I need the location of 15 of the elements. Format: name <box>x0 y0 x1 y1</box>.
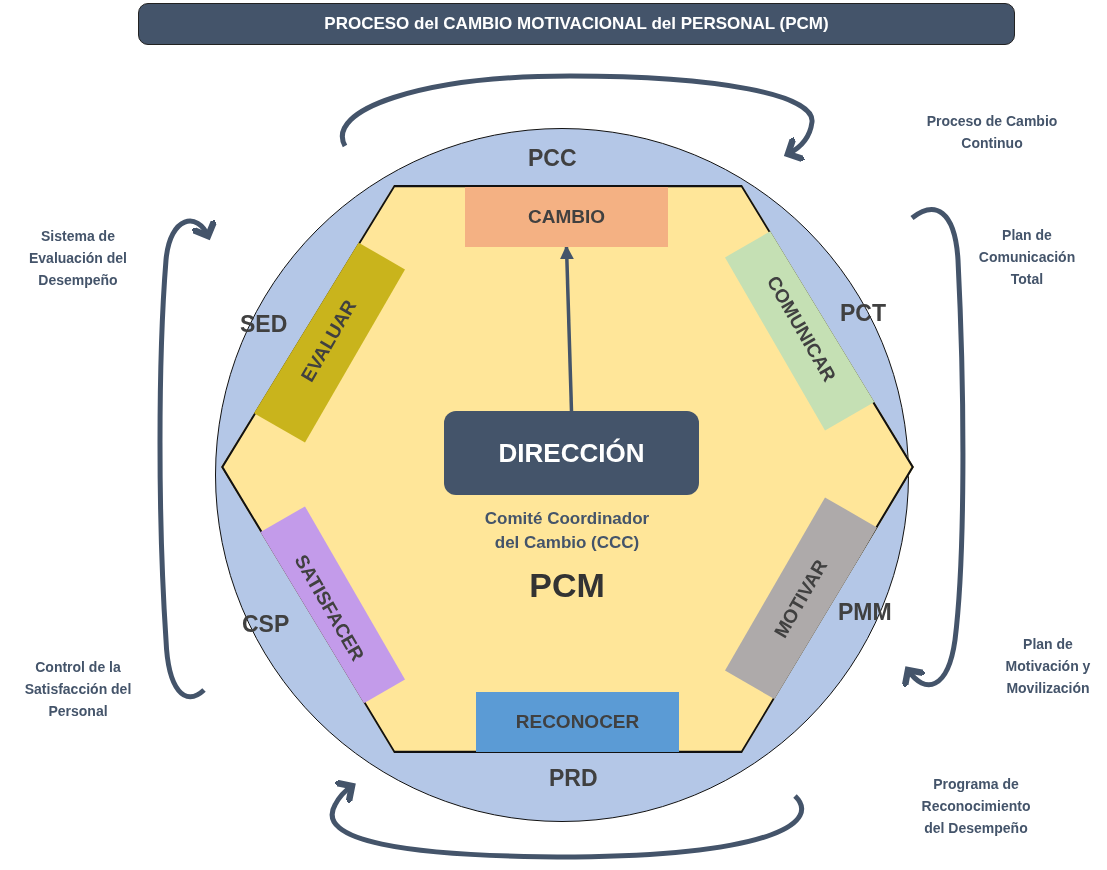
abbreviation-label: PCC <box>528 145 577 172</box>
caption-text: Comité Coordinador del Cambio (CCC) <box>483 508 651 554</box>
title-banner: PROCESO del CAMBIO MOTIVACIONAL del PERSONAL (PCM) <box>138 3 1015 45</box>
description-text: Programa de Reconocimiento del Desempeño <box>920 775 1032 838</box>
description-text: Control de la Satisfacción del Personal <box>23 658 133 721</box>
description-text: Proceso de Cambio Continuo <box>925 112 1059 153</box>
center-label: PCM <box>528 565 606 605</box>
direction-box: DIRECCIÓN <box>444 411 699 495</box>
description-text: Plan de Motivación y Movilización <box>1004 635 1092 698</box>
description-text: Plan de Comunicación Total <box>977 226 1077 289</box>
step-box: CAMBIO <box>465 187 668 247</box>
step-box: RECONOCER <box>476 692 679 752</box>
description-text: Sistema de Evaluación del Desempeño <box>27 227 128 290</box>
arrow <box>559 245 574 412</box>
abbreviation-label: PRD <box>549 765 598 792</box>
